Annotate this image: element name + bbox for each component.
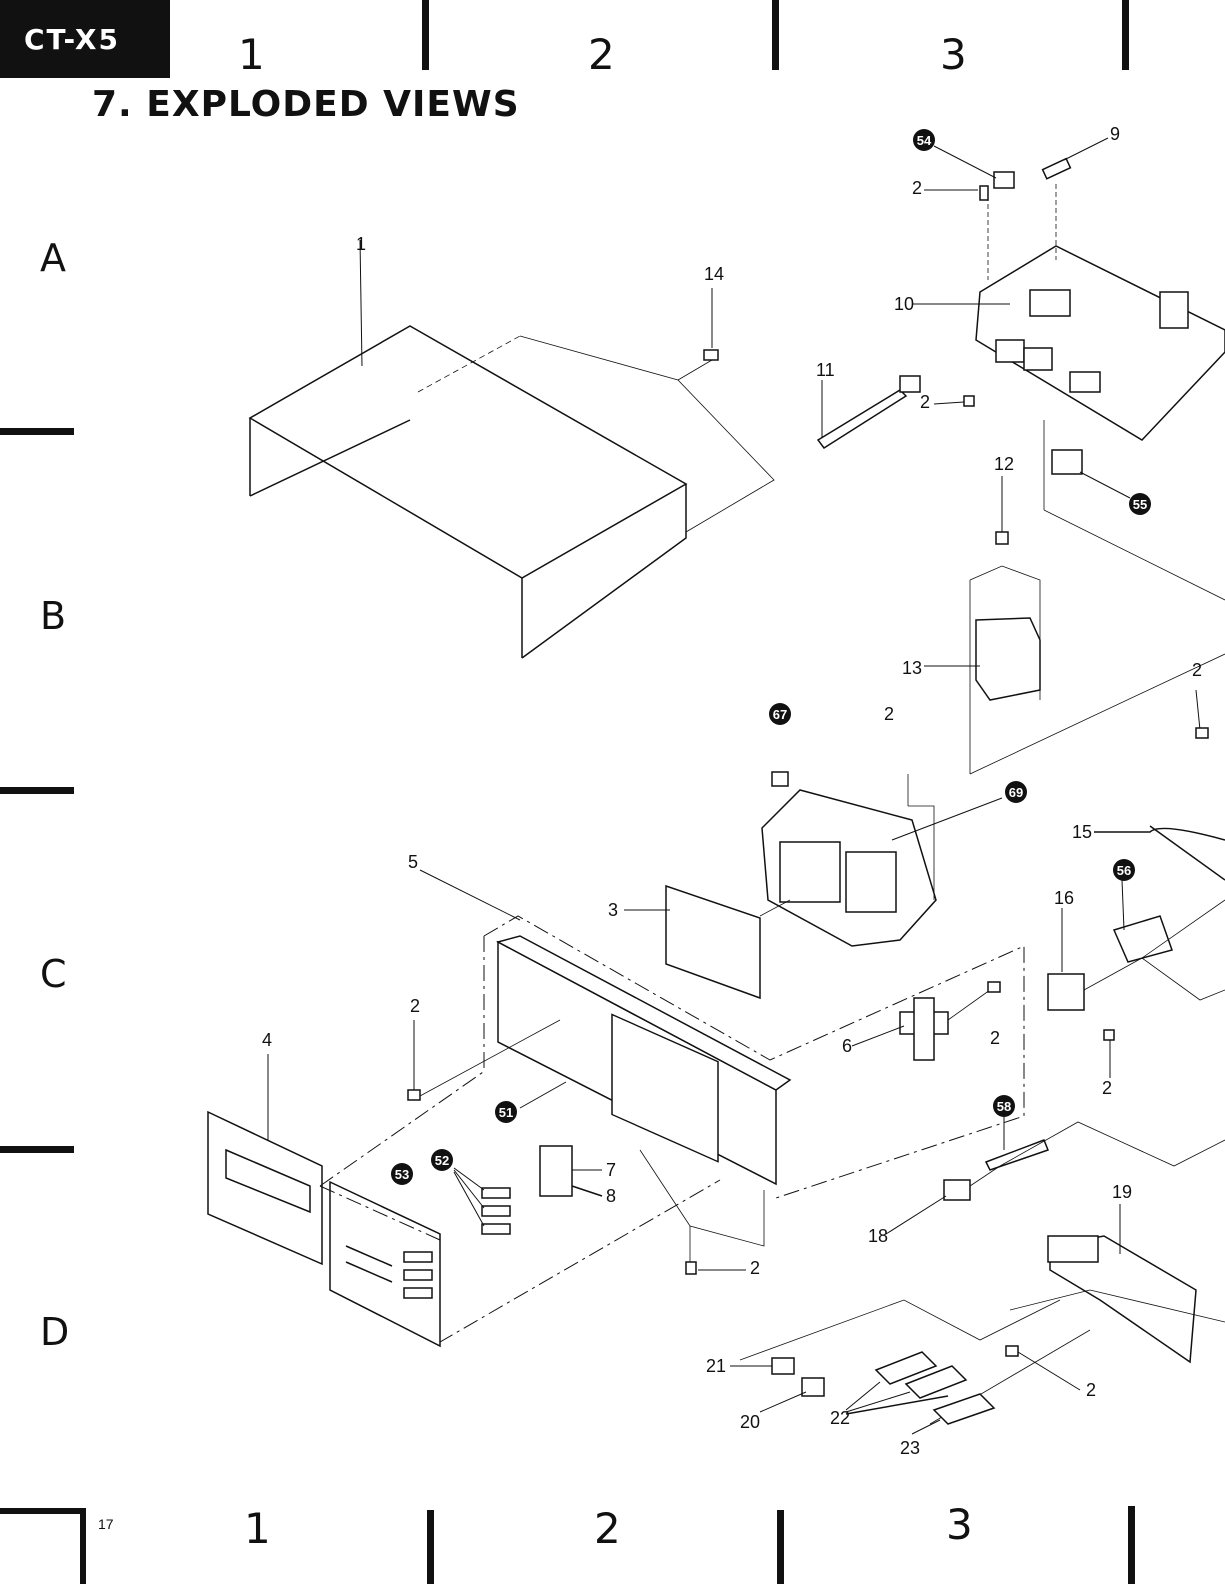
screw-14 bbox=[678, 288, 718, 380]
circled-part-label-51: 51 bbox=[495, 1101, 517, 1123]
part-label-9: 9 bbox=[1110, 124, 1120, 144]
part-label-19: 19 bbox=[1112, 1182, 1132, 1202]
part-label-1: 1 bbox=[356, 234, 366, 254]
front-panel bbox=[208, 1054, 322, 1264]
part-label-16: 16 bbox=[1054, 888, 1074, 908]
part-label-22: 22 bbox=[830, 1408, 850, 1428]
part-label-6: 6 bbox=[842, 1036, 852, 1056]
part-label-10: 10 bbox=[894, 294, 914, 314]
svg-text:58: 58 bbox=[997, 1099, 1011, 1114]
circled-part-label-55: 55 bbox=[1129, 493, 1151, 515]
part-label-20: 20 bbox=[740, 1412, 760, 1432]
part-label-18: 18 bbox=[868, 1226, 888, 1246]
tape-mechanism bbox=[762, 772, 1002, 946]
part-label-21: 21 bbox=[706, 1356, 726, 1376]
svg-text:67: 67 bbox=[773, 707, 787, 722]
circled-part-label-56: 56 bbox=[1113, 859, 1135, 881]
svg-text:52: 52 bbox=[435, 1153, 449, 1168]
part-label-8: 8 bbox=[606, 1186, 616, 1206]
svg-text:53: 53 bbox=[395, 1167, 409, 1182]
part-label-14: 14 bbox=[704, 264, 724, 284]
part-label-5: 5 bbox=[408, 852, 418, 872]
svg-text:56: 56 bbox=[1117, 863, 1131, 878]
circled-part-label-53: 53 bbox=[391, 1163, 413, 1185]
circled-part-label-58: 58 bbox=[993, 1095, 1015, 1117]
circled-part-label-54: 54 bbox=[913, 129, 935, 151]
svg-text:54: 54 bbox=[917, 133, 932, 148]
part-label-2: 2 bbox=[1086, 1380, 1096, 1400]
part-label-12: 12 bbox=[994, 454, 1014, 474]
part-label-3: 3 bbox=[608, 900, 618, 920]
part-label-2: 2 bbox=[410, 996, 420, 1016]
top-cover bbox=[250, 240, 774, 658]
circled-part-label-69: 69 bbox=[1005, 781, 1027, 803]
part-label-2: 2 bbox=[1192, 660, 1202, 680]
svg-text:69: 69 bbox=[1009, 785, 1023, 800]
part-label-2: 2 bbox=[1102, 1078, 1112, 1098]
circled-part-label-52: 52 bbox=[431, 1149, 453, 1171]
svg-text:55: 55 bbox=[1133, 497, 1147, 512]
part-label-13: 13 bbox=[902, 658, 922, 678]
part-label-2: 2 bbox=[750, 1258, 760, 1278]
part-label-15: 15 bbox=[1072, 822, 1092, 842]
part-label-7: 7 bbox=[606, 1160, 616, 1180]
part-label-23: 23 bbox=[900, 1438, 920, 1458]
part-label-4: 4 bbox=[262, 1030, 272, 1050]
part-label-2: 2 bbox=[920, 392, 930, 412]
svg-text:51: 51 bbox=[499, 1105, 513, 1120]
part-label-11: 11 bbox=[816, 360, 835, 380]
part-label-2: 2 bbox=[990, 1028, 1000, 1048]
circled-part-label-67: 67 bbox=[769, 703, 791, 725]
part-6 bbox=[852, 982, 1000, 1060]
part-label-2: 2 bbox=[912, 178, 922, 198]
part-label-2: 2 bbox=[884, 704, 894, 724]
main-pcb bbox=[912, 184, 1225, 600]
